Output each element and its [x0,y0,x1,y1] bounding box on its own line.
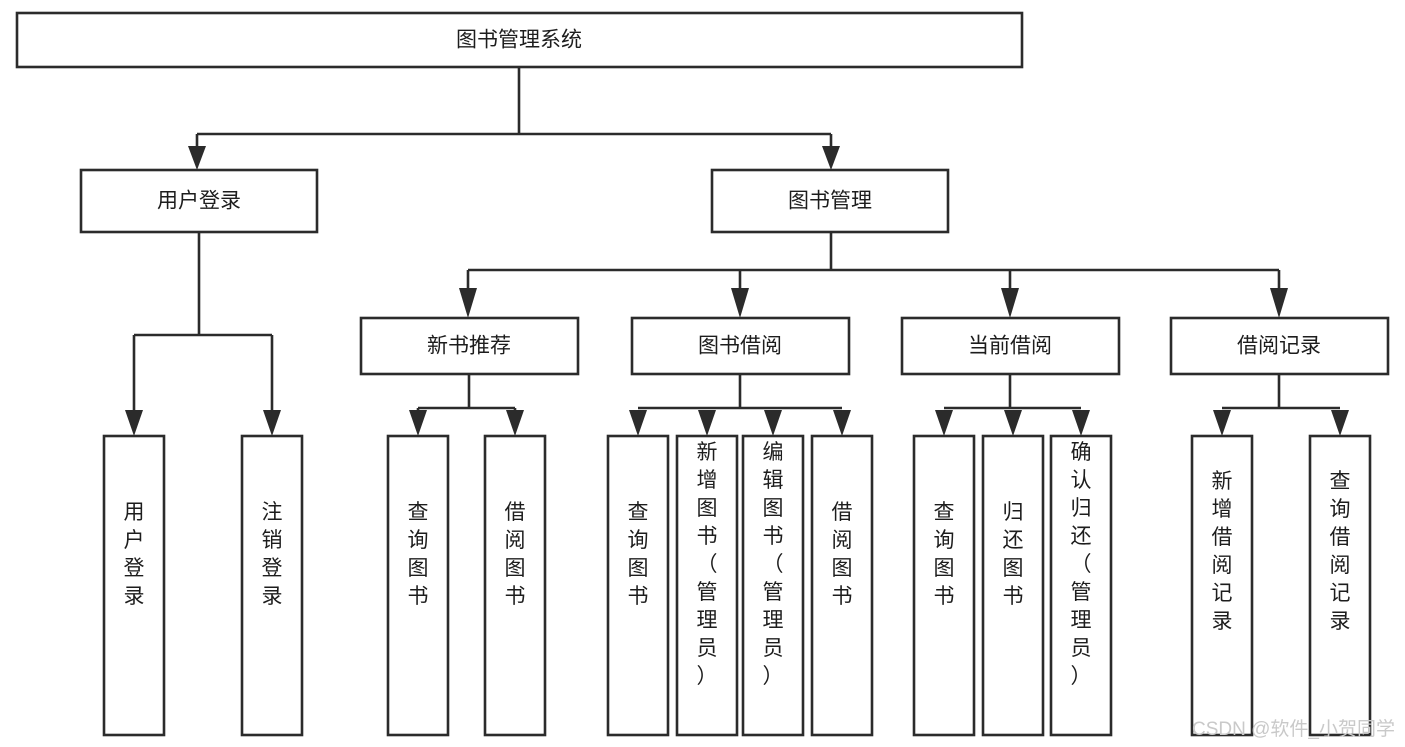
node-user-login-box[interactable] [79,168,319,234]
leaf-user-login-2-box[interactable] [240,434,304,737]
leaf-current-borrow-2-label: 归还图书 [1003,501,1024,608]
leaf-current-borrow-1-label: 查询图书 [934,501,955,608]
arrow-bb-l4 [833,410,851,436]
node-user-login-label: 用户登录 [157,190,241,213]
leaf-new-book-2-label: 借阅图书 [505,501,526,608]
node-current-borrow-label: 当前借阅 [968,335,1052,358]
node-root-label: 图书管理系统 [456,29,582,52]
arrow-bm-c3 [1001,288,1019,318]
node-new-book-recommend[interactable]: 新书推荐 [359,316,580,376]
leaf-book-borrow-4-box[interactable] [810,434,874,737]
arrow-bm-c1 [459,288,477,318]
leaf-book-borrow-4[interactable]: 借阅图书 [810,434,874,737]
leaf-new-book-2-box[interactable] [483,434,547,737]
leaf-book-borrow-1-label: 查询图书 [628,501,649,608]
arrow-nb-l2 [506,410,524,436]
leaf-book-borrow-1[interactable]: 查询图书 [606,434,670,737]
node-current-borrow[interactable]: 当前借阅 [900,316,1121,376]
arrow-bb-l3 [764,410,782,436]
arrow-ul-l1 [125,410,143,436]
leaf-new-book-2[interactable]: 借阅图书 [483,434,547,737]
arrow-cb-l1 [935,410,953,436]
leaf-new-book-1-box[interactable] [386,434,450,737]
leaf-book-borrow-2[interactable]: 新增图书（管理员） [675,434,739,737]
leaf-borrow-record-1-label: 新增借阅记录 [1212,470,1233,633]
leaf-current-borrow-2-box[interactable] [981,434,1045,737]
arrow-bm-c2 [731,288,749,318]
node-root-box[interactable] [15,11,1024,69]
arrow-cb-l3 [1072,410,1090,436]
leaf-book-borrow-3-box[interactable] [741,434,805,737]
csdn-watermark: CSDN @软件_小贺同学 [1192,718,1395,740]
leaf-current-borrow-2[interactable]: 归还图书 [981,434,1045,737]
leaf-current-borrow-3-label: 确认归还（管理员） [1071,441,1092,688]
leaf-book-borrow-1-box[interactable] [606,434,670,737]
node-borrow-record-box[interactable] [1169,316,1390,376]
leaf-borrow-record-2-label: 查询借阅记录 [1330,470,1351,633]
leaf-current-borrow-3-box[interactable] [1049,434,1113,737]
leaf-user-login-1-label: 用户登录 [124,501,145,608]
leaf-new-book-1[interactable]: 查询图书 [386,434,450,737]
node-book-borrow-box[interactable] [630,316,851,376]
arrow-br-l1 [1213,410,1231,436]
node-book-manage[interactable]: 图书管理 [710,168,950,234]
node-book-manage-box[interactable] [710,168,950,234]
leaf-book-borrow-3-label: 编辑图书（管理员） [763,441,784,688]
leaf-user-login-2-label: 注销登录 [262,501,283,608]
leaf-current-borrow-1-box[interactable] [912,434,976,737]
arrow-root-to-book-manage [822,146,840,170]
node-borrow-record[interactable]: 借阅记录 [1169,316,1390,376]
leaf-user-login-1-box[interactable] [102,434,166,737]
leaf-borrow-record-2[interactable]: 查询借阅记录 [1308,434,1372,737]
leaf-new-book-1-label: 查询图书 [408,501,429,608]
arrow-bm-c4 [1270,288,1288,318]
node-user-login[interactable]: 用户登录 [79,168,319,234]
arrow-cb-l2 [1004,410,1022,436]
arrow-bb-l1 [629,410,647,436]
leaf-book-borrow-2-label: 新增图书（管理员） [697,441,718,688]
leaf-current-borrow-3[interactable]: 确认归还（管理员） [1049,434,1113,737]
leaf-book-borrow-4-label: 借阅图书 [832,501,853,608]
node-new-book-recommend-label: 新书推荐 [427,335,511,358]
leaf-book-borrow-3[interactable]: 编辑图书（管理员） [741,434,805,737]
node-book-borrow-label: 图书借阅 [698,335,782,358]
arrow-bb-l2 [698,410,716,436]
leaf-user-login-1[interactable]: 用户登录 [102,434,166,737]
leaf-book-borrow-2-box[interactable] [675,434,739,737]
leaf-borrow-record-2-box[interactable] [1308,434,1372,737]
leaf-borrow-record-1[interactable]: 新增借阅记录 [1190,434,1254,737]
arrow-br-l2 [1331,410,1349,436]
node-borrow-record-label: 借阅记录 [1237,335,1321,358]
leaf-current-borrow-1[interactable]: 查询图书 [912,434,976,737]
node-new-book-recommend-box[interactable] [359,316,580,376]
leaf-user-login-2[interactable]: 注销登录 [240,434,304,737]
edge-group [125,67,1349,436]
node-book-borrow[interactable]: 图书借阅 [630,316,851,376]
node-root[interactable]: 图书管理系统 [15,11,1024,69]
leaf-borrow-record-1-box[interactable] [1190,434,1254,737]
arrow-nb-l1 [409,410,427,436]
node-book-manage-label: 图书管理 [788,190,872,213]
arrow-root-to-user-login [188,146,206,170]
node-current-borrow-box[interactable] [900,316,1121,376]
arrow-ul-l2 [263,410,281,436]
